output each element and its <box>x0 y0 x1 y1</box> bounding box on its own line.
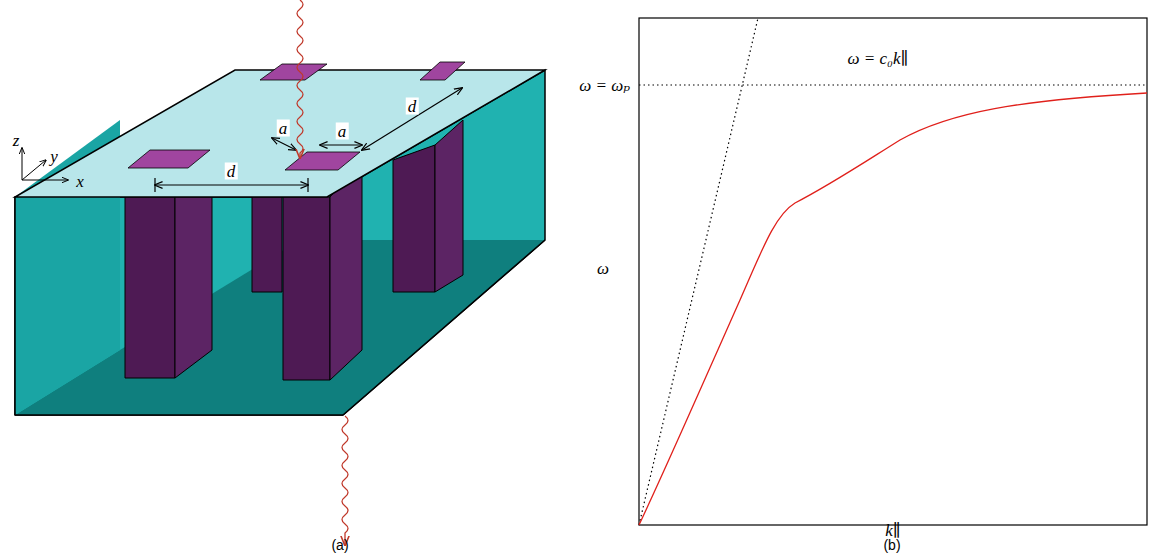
axis-label: z <box>13 132 20 149</box>
metal-slab <box>15 70 545 415</box>
transmitted-wave <box>342 416 348 545</box>
dimension-label: a <box>336 123 349 140</box>
plot-frame <box>639 18 1147 525</box>
panel-label: (a) <box>331 538 348 552</box>
axis-title: ω <box>597 260 609 277</box>
reference-label: ω = ωₚ <box>579 77 630 94</box>
light-line <box>639 18 758 525</box>
square-apertures <box>128 62 465 170</box>
dimension-lines <box>155 88 462 192</box>
top-face <box>15 70 545 197</box>
axis-label: x <box>76 173 84 190</box>
dimension-label: d <box>406 98 419 115</box>
dimension-label: d <box>225 163 238 180</box>
axis-label: y <box>50 148 58 165</box>
reference-label: ω = c₀k∥ <box>848 50 909 67</box>
axis-title: k∥ <box>885 522 900 539</box>
panel-label: (b) <box>883 538 900 552</box>
incident-wave <box>297 0 303 158</box>
dispersion-curve <box>639 93 1147 525</box>
plasma-frequency-line <box>639 84 1147 85</box>
coordinate-axes <box>22 148 68 180</box>
dimension-label: a <box>277 120 290 137</box>
